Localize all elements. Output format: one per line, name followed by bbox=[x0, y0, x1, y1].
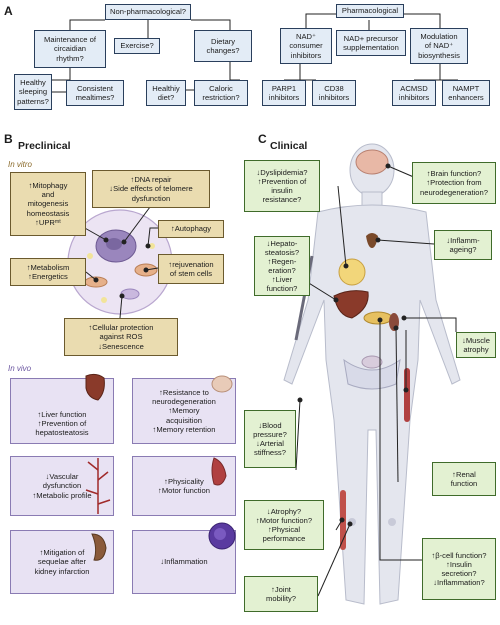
circadian-box: Maintenance of circaidian rhythm? bbox=[34, 30, 106, 68]
cd38-box: CD38 inhibitors bbox=[312, 80, 356, 106]
kidney-icon bbox=[91, 533, 107, 561]
muscle-atrophy-box: ↓Muscle atrophy bbox=[456, 332, 496, 358]
hepatosteatosis-box: ↓Hepato- steatosis? ↑Regen- eration? ↑Li… bbox=[254, 236, 310, 296]
metabolism-box: ↑Metabolism ↑Energetics bbox=[10, 258, 86, 286]
pancreas-icon bbox=[363, 311, 393, 325]
bladder-icon bbox=[361, 355, 383, 369]
panel-b-letter: B bbox=[4, 132, 13, 146]
parp1-box: PARP1 inhibitors bbox=[262, 80, 306, 106]
precursor-box: NAD+ precursor supplementation bbox=[336, 30, 406, 56]
brain-icon bbox=[211, 375, 233, 393]
pharm-title-box: Pharmacological bbox=[336, 4, 404, 18]
renal-function-box: ↑Renal function bbox=[432, 462, 496, 496]
liver-function-box: ↑Liver function ↑Prevention of hepatoste… bbox=[10, 378, 114, 444]
liver-organ-icon bbox=[333, 290, 369, 319]
dyslipidemia-box: ↓Dyslipidemia? ↑Prevention of insulin re… bbox=[244, 160, 320, 212]
vascular-box: ↓Vascular dysfunction ↑Metabolic profile bbox=[10, 456, 114, 516]
acmsd-box: ACMSD inhibitors bbox=[392, 80, 436, 106]
liver-icon bbox=[85, 373, 105, 401]
stem-cells-box: ↑rejuvenation of stem cells bbox=[158, 254, 224, 284]
in-vivo-label: In vivo bbox=[8, 364, 32, 373]
physical-performance-box: ↓Atrophy? ↑Motor function? ↑Physical per… bbox=[244, 500, 324, 550]
nonpharm-title-box: Non-pharmacological? bbox=[105, 4, 191, 20]
clinical-title: Clinical bbox=[270, 140, 308, 152]
mitophagy-box: ↑Mitophagy and mitogenesis homeostasis ↑… bbox=[10, 172, 86, 236]
autophagy-box: ↑Autophagy bbox=[158, 220, 224, 238]
blood-pressure-box: ↓Blood pressure? ↓Arterial stiffness? bbox=[244, 410, 296, 468]
dna-repair-box: ↑DNA repair ↓Side effects of telomere dy… bbox=[92, 170, 210, 208]
exercise-box: Exercise? bbox=[114, 38, 160, 54]
blood-vessel-icon bbox=[85, 458, 111, 514]
inflammageing-box: ↓Inflamm- ageing? bbox=[434, 230, 492, 260]
cellular-protection-box: ↑Cellular protection against ROS ↓Senesc… bbox=[64, 318, 178, 356]
dietary-box: Dietary changes? bbox=[194, 30, 252, 62]
preclinical-title: Preclinical bbox=[18, 140, 71, 152]
brain-organ-icon bbox=[355, 149, 389, 175]
thymus-icon bbox=[366, 233, 378, 248]
neurodegeneration-box: ↑Resistance to neurodegeneration ↑Memory… bbox=[132, 378, 236, 444]
consumer-box: NAD⁺ consumer inhibitors bbox=[280, 28, 332, 64]
brain-function-box: ↑Brain function? ↑Protection from neurod… bbox=[412, 162, 496, 204]
panel-c-letter: C bbox=[258, 132, 267, 146]
nampt-box: NAMPT enhancers bbox=[442, 80, 490, 106]
muscle-icon bbox=[211, 457, 227, 486]
healthy-diet-box: Healthiy diet? bbox=[146, 80, 186, 106]
mealtimes-box: Consistent mealtimes? bbox=[66, 80, 124, 106]
beta-cell-box: ↑β-cell function? ↑Insulin secretion? ↓I… bbox=[422, 538, 496, 600]
pelvis-icon bbox=[343, 358, 401, 390]
caloric-box: Caloric restriction? bbox=[194, 80, 248, 106]
sleeping-box: Healthy sleeping patterns? bbox=[14, 74, 52, 110]
panel-a-letter: A bbox=[4, 4, 13, 18]
in-vitro-label: In vitro bbox=[8, 160, 33, 169]
modulation-box: Modulation of NAD⁺ biosynthesis bbox=[410, 28, 468, 64]
arm-muscle-icon bbox=[404, 368, 410, 422]
adipose-icon bbox=[338, 258, 366, 286]
joint-mobility-box: ↑Joint mobility? bbox=[244, 576, 318, 612]
kidney-box: ↑Mitigation of sequelae after kidney inf… bbox=[10, 530, 114, 594]
